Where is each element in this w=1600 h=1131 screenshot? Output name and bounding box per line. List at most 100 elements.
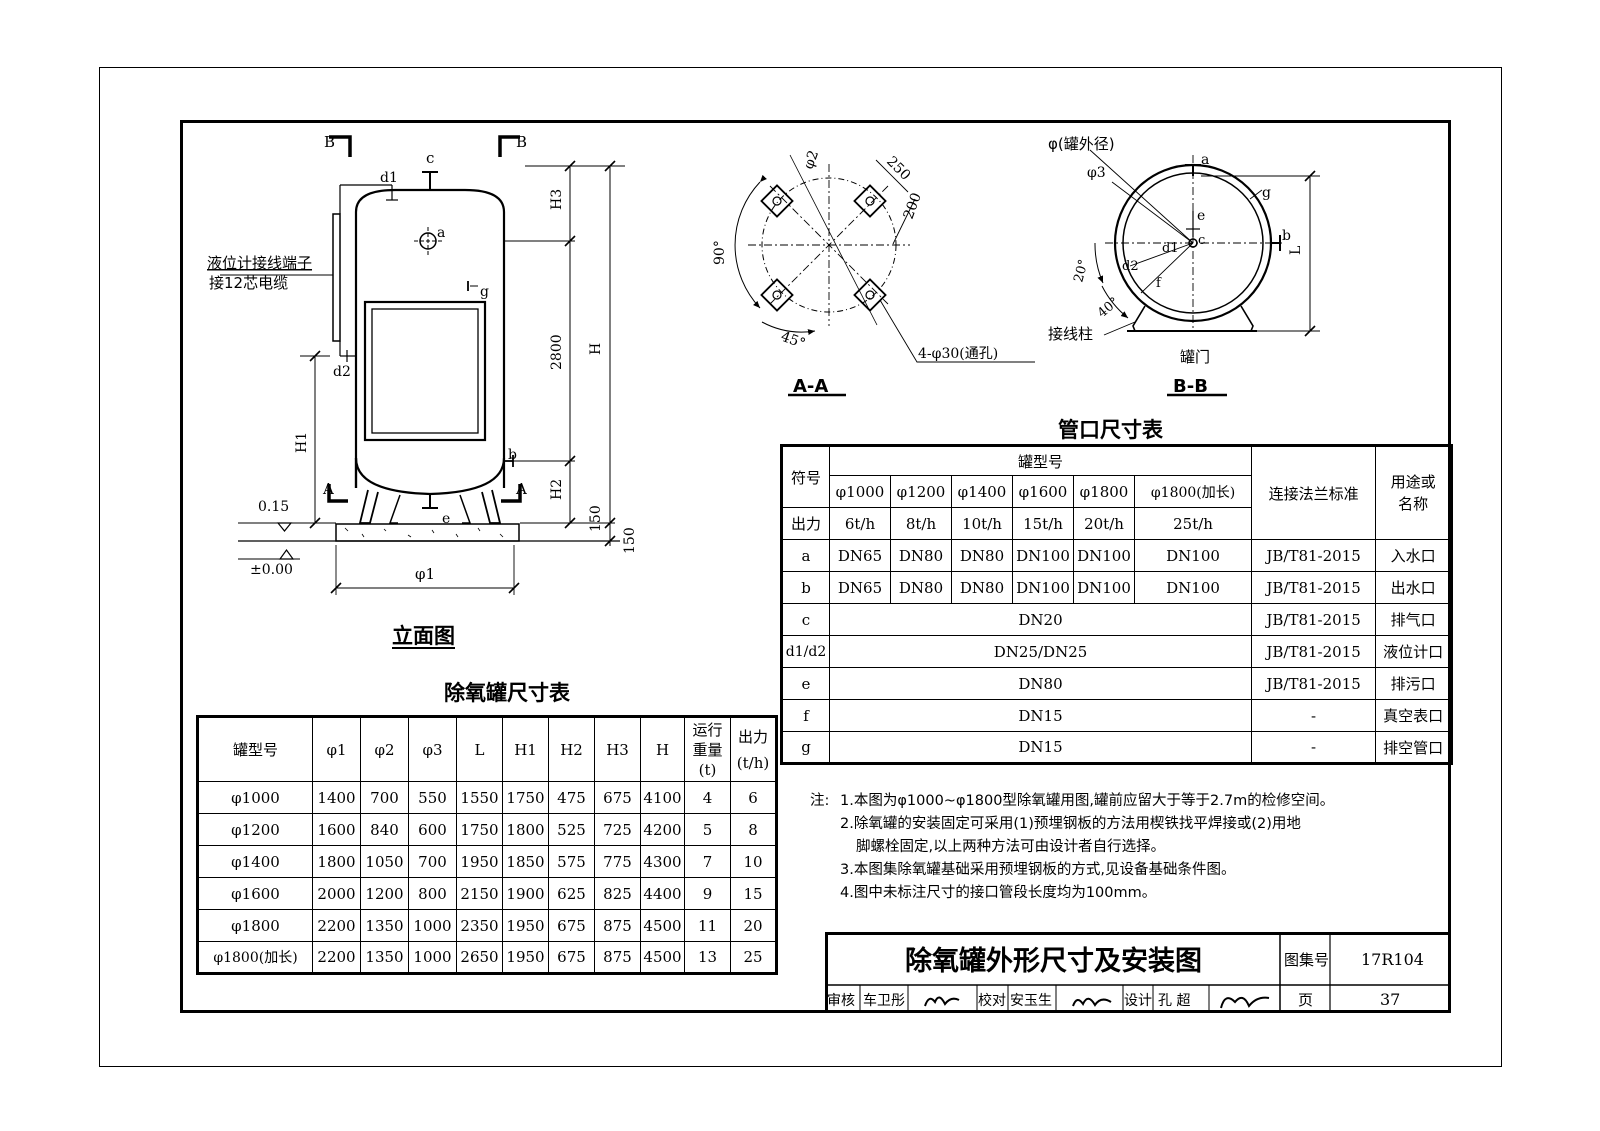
notes: 注:1.本图为φ1000~φ1800型除氧罐用图,罐前应留大于等于2.7m的检修… xyxy=(810,790,1460,905)
aa-phi2: φ2 xyxy=(801,148,822,171)
dim-h2: H2 xyxy=(549,479,565,500)
outer-frame xyxy=(99,67,1502,1067)
th-phi2: φ2 xyxy=(360,716,409,782)
cell: DN25/DN25 xyxy=(828,635,1253,668)
cell: 排气口 xyxy=(1375,603,1453,636)
designer-name: 孔 超 xyxy=(1158,993,1190,1009)
bb-c: c xyxy=(1198,233,1205,248)
tank-shell xyxy=(354,188,506,488)
cell: - xyxy=(1251,731,1377,764)
cell: 675 xyxy=(548,941,595,974)
dim-150-b: 150 xyxy=(622,527,638,554)
cell: DN15 xyxy=(828,699,1253,732)
cell: JB/T81-2015 xyxy=(1251,667,1377,700)
th-h3: H3 xyxy=(594,716,641,782)
th-phi1: φ1 xyxy=(312,716,361,782)
model-cell: φ1800(加长) xyxy=(1133,475,1253,508)
cell: JB/T81-2015 xyxy=(1251,635,1377,668)
tank-bottom-head xyxy=(354,457,506,496)
nozzle-output-row: 出力 6t/h 8t/h 10t/h 15t/h 20t/h 25t/h xyxy=(781,507,1452,540)
cell: 675 xyxy=(548,909,595,942)
cell: JB/T81-2015 xyxy=(1251,539,1377,572)
cell: 2200 xyxy=(312,909,361,942)
checker-name: 安玉生 xyxy=(1010,993,1052,1009)
cell: 725 xyxy=(594,813,641,846)
model-cell: φ1600 xyxy=(1012,475,1074,508)
th-output-1: 出力 xyxy=(737,727,768,746)
label-c: c xyxy=(426,149,434,167)
label-a-right: A xyxy=(515,480,527,498)
cell: 1950 xyxy=(456,845,503,878)
cell: 1800 xyxy=(502,813,549,846)
cell: 1750 xyxy=(502,781,549,814)
label-b-right: B xyxy=(516,133,527,151)
design-label: 设计 xyxy=(1124,993,1152,1009)
cell: DN100 xyxy=(1133,571,1253,604)
bb-f: f xyxy=(1156,276,1162,291)
cell: 600 xyxy=(408,813,457,846)
cell: 1200 xyxy=(360,877,409,910)
note-4: 4.图中未标注尺寸的接口管段长度均为100mm。 xyxy=(810,882,1460,905)
checker-signature xyxy=(1072,997,1112,1007)
cell: 2000 xyxy=(312,877,361,910)
cell: 液位计口 xyxy=(1375,635,1453,668)
cell: φ1800(加长) xyxy=(197,941,313,974)
cell: φ1000 xyxy=(197,781,313,814)
cell: 1850 xyxy=(502,845,549,878)
output-cell: 20t/h xyxy=(1073,507,1135,540)
cell: 2200 xyxy=(312,941,361,974)
cell: 4500 xyxy=(640,941,685,974)
view-title-elevation: 立面图 xyxy=(392,624,455,648)
cell: 775 xyxy=(594,845,641,878)
th-symbol: 符号 xyxy=(781,445,830,508)
view-title-aa: A-A xyxy=(793,376,828,397)
cell: φ1800 xyxy=(197,909,313,942)
bb-40: 40° xyxy=(1095,295,1122,321)
dim-h1: H1 xyxy=(294,432,310,453)
cell: 1800 xyxy=(312,845,361,878)
tank-table-title: 除氧罐尺寸表 xyxy=(444,681,570,705)
note-3-text: 3.本图集除氧罐基础采用预埋钢板的方式,见设备基础条件图。 xyxy=(840,862,1236,878)
level-000: ±0.00 xyxy=(250,562,293,578)
note-2b: 脚螺栓固定,以上两种方法可由设计者自行选择。 xyxy=(810,836,1460,859)
note-2b-text: 脚螺栓固定,以上两种方法可由设计者自行选择。 xyxy=(856,839,1166,855)
notes-prefix: 注: xyxy=(810,793,830,809)
cell: 20 xyxy=(730,909,777,942)
cell: c xyxy=(781,603,830,636)
reviewer-signature xyxy=(924,996,960,1007)
cell: a xyxy=(781,539,830,572)
th-model: 罐型号 xyxy=(197,716,313,782)
cell: 1400 xyxy=(312,781,361,814)
title-block-lines: 除氧罐外形尺寸及安装图 图集号 17R104 审核 车卫彤 校对 安玉生 设计 … xyxy=(825,932,1451,1013)
section-bb-view xyxy=(1089,149,1320,397)
cell: - xyxy=(1251,699,1377,732)
cell: 675 xyxy=(594,781,641,814)
atlas-number: 17R104 xyxy=(1361,950,1424,969)
th-weight-1: 运行 xyxy=(692,720,723,739)
aa-200: 200 xyxy=(901,191,925,222)
cell: 800 xyxy=(408,877,457,910)
label-b-left: B xyxy=(324,133,335,151)
nozzle-header-1: 符号 罐型号 连接法兰标准 用途或名称 xyxy=(781,445,1453,540)
cell: d1/d2 xyxy=(781,635,830,668)
check-label: 校对 xyxy=(978,992,1006,1009)
th-h1: H1 xyxy=(502,716,549,782)
output-cell: 8t/h xyxy=(890,507,952,540)
bb-l: L xyxy=(1288,246,1304,255)
output-cell: 10t/h xyxy=(951,507,1013,540)
note-4-text: 4.图中未标注尺寸的接口管段长度均为100mm。 xyxy=(840,885,1157,901)
cell: DN80 xyxy=(951,571,1013,604)
cell: e xyxy=(781,667,830,700)
bb-a: a xyxy=(1201,152,1209,168)
cell: 4300 xyxy=(640,845,685,878)
cell: DN100 xyxy=(1012,571,1074,604)
cell: 1900 xyxy=(502,877,549,910)
drawing-title: 除氧罐外形尺寸及安装图 xyxy=(905,945,1202,977)
